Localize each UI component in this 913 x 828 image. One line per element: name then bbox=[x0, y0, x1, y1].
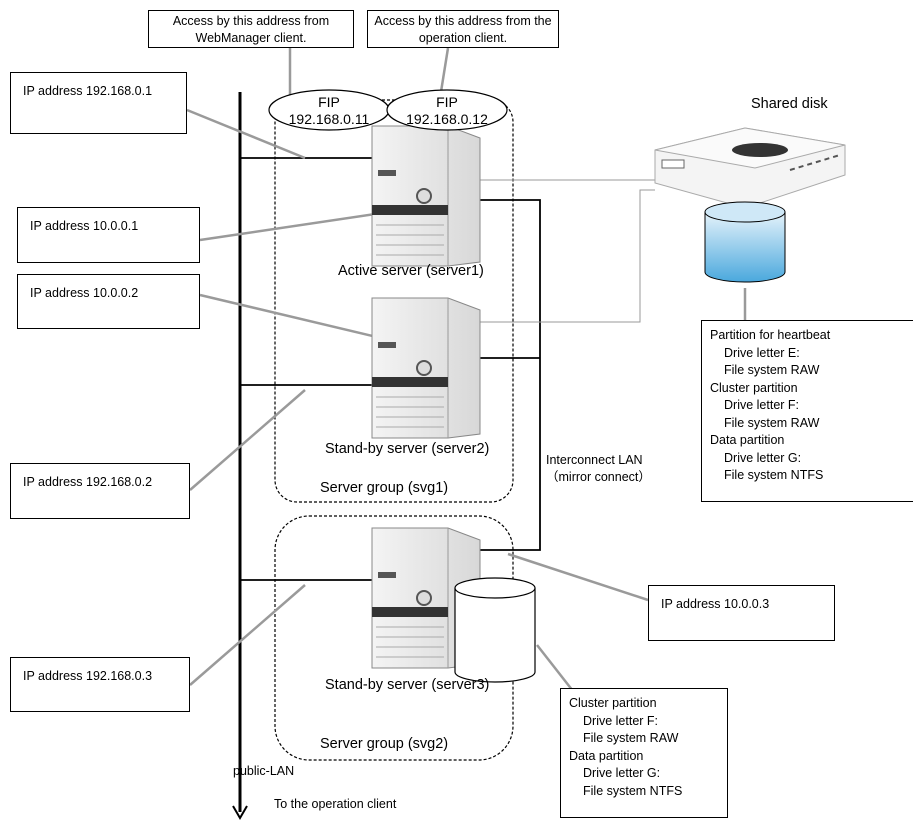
operation-client-label: To the operation client bbox=[274, 797, 397, 811]
interconnect-lan-label: Interconnect LAN （mirror connect） bbox=[546, 452, 651, 486]
local-partition-cluster-fs: File system RAW bbox=[583, 731, 679, 745]
fip-2-label: FIP bbox=[436, 94, 458, 110]
ip-box-public3: IP address 192.168.0.3 bbox=[10, 657, 190, 712]
fip-1-label: FIP bbox=[318, 94, 340, 110]
local-disk-cylinder bbox=[454, 577, 536, 683]
ip-box-inter2: IP address 10.0.0.2 bbox=[17, 274, 200, 329]
shared-partition-heartbeat-drive: Drive letter E: bbox=[724, 345, 800, 360]
shared-disk-enclosure bbox=[654, 127, 846, 209]
public-lan-arrow bbox=[232, 805, 248, 820]
server2-tower bbox=[371, 297, 481, 439]
shared-partition-cluster-fs: File system RAW bbox=[724, 415, 820, 430]
interconnect-lan-title: Interconnect LAN bbox=[546, 453, 643, 467]
shared-partition-heartbeat-fs: File system RAW bbox=[724, 363, 820, 377]
shared-partition-data-drive: Drive letter G: bbox=[724, 450, 802, 465]
ip-box-inter3: IP address 10.0.0.3 bbox=[648, 585, 835, 641]
webmanager-access-note: Access by this address from WebManager c… bbox=[148, 10, 354, 48]
shared-partition-cluster-drive: Drive letter F: bbox=[724, 398, 800, 412]
public-lan-label: public-LAN bbox=[233, 764, 295, 778]
operation-access-note: Access by this address from the operatio… bbox=[367, 10, 559, 48]
ip-public3-text: IP address 192.168.0.3 bbox=[23, 669, 153, 683]
local-partition-cluster: Cluster partition bbox=[569, 696, 657, 710]
ip-box-public2: IP address 192.168.0.2 bbox=[10, 463, 190, 519]
webmanager-access-text: Access by this address from WebManager c… bbox=[172, 14, 330, 45]
server-group-svg1-label: Server group (svg1) bbox=[320, 480, 449, 496]
server3-label: Stand-by server (server3) bbox=[325, 677, 490, 693]
server1-label: Active server (server1) bbox=[338, 263, 484, 279]
local-disk-partition-info: Cluster partition Drive letter F: File s… bbox=[560, 688, 728, 818]
shared-partition-heartbeat: Partition for heartbeat bbox=[710, 328, 831, 342]
operation-access-text: Access by this address from the operatio… bbox=[374, 14, 552, 45]
server-group-svg2-label: Server group (svg2) bbox=[320, 736, 449, 752]
local-partition-data: Data partition bbox=[569, 748, 644, 763]
ip-box-public1: IP address 192.168.0.1 bbox=[10, 72, 187, 134]
interconnect-lan-subtitle: （mirror connect） bbox=[546, 470, 651, 484]
shared-disk-partition-info: Partition for heartbeat Drive letter E: … bbox=[701, 320, 913, 502]
shared-partition-data: Data partition bbox=[710, 433, 785, 447]
ip-box-inter1: IP address 10.0.0.1 bbox=[17, 207, 200, 263]
shared-disk-title: Shared disk bbox=[751, 96, 828, 112]
local-partition-data-fs: File system NTFS bbox=[583, 783, 683, 798]
fip-label-1: FIP 192.168.0.11 bbox=[271, 94, 387, 128]
interconnect-lan-line bbox=[480, 199, 541, 551]
shared-partition-data-fs: File system NTFS bbox=[724, 468, 824, 482]
server1-tower bbox=[371, 125, 481, 267]
local-partition-cluster-drive: Drive letter F: bbox=[583, 713, 659, 728]
fip-1-address: 192.168.0.11 bbox=[288, 111, 370, 127]
ip-public1-text: IP address 192.168.0.1 bbox=[23, 84, 153, 98]
shared-disk-link-server2 bbox=[480, 189, 655, 323]
ip-inter1-text: IP address 10.0.0.1 bbox=[30, 219, 139, 233]
ip-inter3-text: IP address 10.0.0.3 bbox=[661, 597, 770, 611]
server2-label: Stand-by server (server2) bbox=[325, 441, 490, 457]
shared-disk-cylinder bbox=[704, 201, 786, 283]
ip-public2-text: IP address 192.168.0.2 bbox=[23, 475, 153, 489]
shared-partition-cluster: Cluster partition bbox=[710, 380, 798, 395]
fip-ellipse-2 bbox=[386, 89, 508, 131]
fip-label-2: FIP 192.168.0.12 bbox=[389, 94, 505, 128]
local-partition-data-drive: Drive letter G: bbox=[583, 766, 661, 780]
fip-2-address: 192.168.0.12 bbox=[406, 111, 488, 127]
ip-inter2-text: IP address 10.0.0.2 bbox=[30, 286, 139, 300]
